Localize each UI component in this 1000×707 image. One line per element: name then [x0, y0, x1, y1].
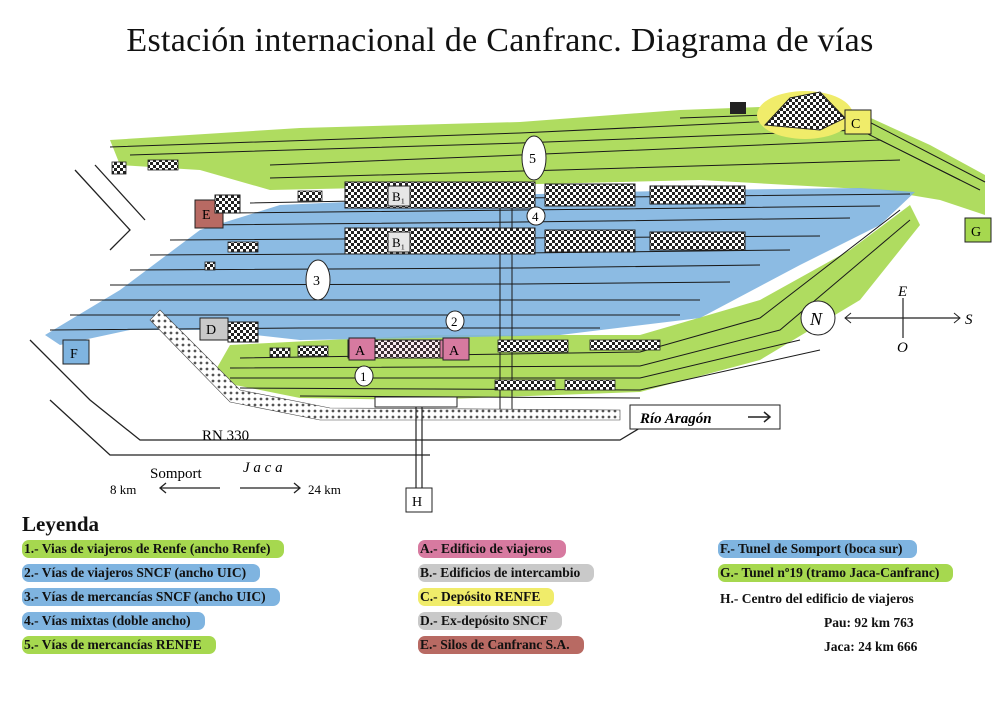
roads: [29, 164, 641, 456]
marker-d: D: [206, 323, 216, 338]
somport-km: 8 km: [110, 482, 136, 497]
legend-heading: Leyenda: [22, 512, 100, 536]
marker-c: C: [851, 117, 860, 132]
legend-item: 3.- Vías de mercancías SNCF (ancho UIC): [22, 588, 280, 606]
svg-text:2: 2: [451, 314, 458, 329]
svg-text:4: 4: [532, 209, 539, 224]
compass-east: E: [897, 284, 907, 300]
compass-north: N: [809, 309, 823, 329]
legend-item: C.- Depósito RENFE: [418, 588, 555, 606]
sncf-track-area: [45, 188, 915, 345]
page-title: Estación internacional de Canfranc. Diag…: [126, 22, 874, 59]
river-bank: [149, 309, 621, 421]
somport-arrow: [158, 482, 220, 494]
marker-f: F: [70, 347, 78, 362]
marker-a-south: A: [449, 344, 460, 359]
marker-b1-north: B₁: [392, 189, 405, 204]
building-b1-south: [344, 227, 536, 255]
legend-item: B.- Edificios de intercambio: [418, 564, 595, 582]
legend-item: D.- Ex-depósito SNCF: [418, 612, 562, 630]
legend-item: A.- Edificio de viajeros: [418, 540, 566, 558]
compass-south: S: [965, 312, 973, 328]
legend-item: 5.- Vías de mercancías RENFE: [22, 636, 216, 654]
river-label: Río Aragón: [639, 411, 712, 427]
marker-h: H: [412, 495, 422, 510]
legend-pau: Pau: 92 km 763: [824, 615, 914, 630]
renfe-track-area-north: [110, 104, 985, 215]
marker-b1-south: B₁: [392, 235, 405, 250]
somport-tunnel-marker: [62, 339, 90, 365]
marker-g: G: [971, 225, 981, 240]
legend-item: G.- Tunel nº19 (tramo Jaca-Canfranc): [718, 564, 954, 582]
jaca-arrow: [240, 482, 302, 494]
somport-label: Somport: [150, 466, 203, 482]
building-b1-north-marker: [387, 185, 411, 207]
legend-item: E.- Silos de Canfranc S.A.: [418, 636, 584, 654]
legend-item: 2.- Vías de viajeros SNCF (ancho UIC): [22, 564, 261, 582]
jaca-label: J a c a: [243, 460, 283, 476]
road-label: RN 330: [202, 428, 249, 444]
marker-h-box: [405, 487, 433, 513]
legend-item: 4.- Vías mixtas (doble ancho): [22, 612, 205, 630]
marker-e: E: [202, 208, 211, 223]
svg-text:1: 1: [360, 369, 367, 384]
tunnel-19-marker: [964, 217, 992, 243]
legend-item: 1.- Vias de viajeros de Renfe (ancho Ren…: [22, 540, 285, 558]
legend-jaca: Jaca: 24 km 666: [824, 639, 918, 654]
legend-item: H.- Centro del edificio de viajeros: [720, 591, 914, 606]
svg-text:5: 5: [529, 152, 536, 167]
jaca-km: 24 km: [308, 482, 341, 497]
svg-text:3: 3: [313, 274, 320, 289]
marker-a-north: A: [355, 344, 366, 359]
track-labels: 1 2 3 4 5: [305, 135, 547, 387]
building-b1-north: [344, 181, 536, 209]
legend-item: F.- Tunel de Somport (boca sur): [718, 540, 917, 558]
compass-west: O: [897, 340, 908, 356]
compass: N E S O: [800, 284, 973, 356]
